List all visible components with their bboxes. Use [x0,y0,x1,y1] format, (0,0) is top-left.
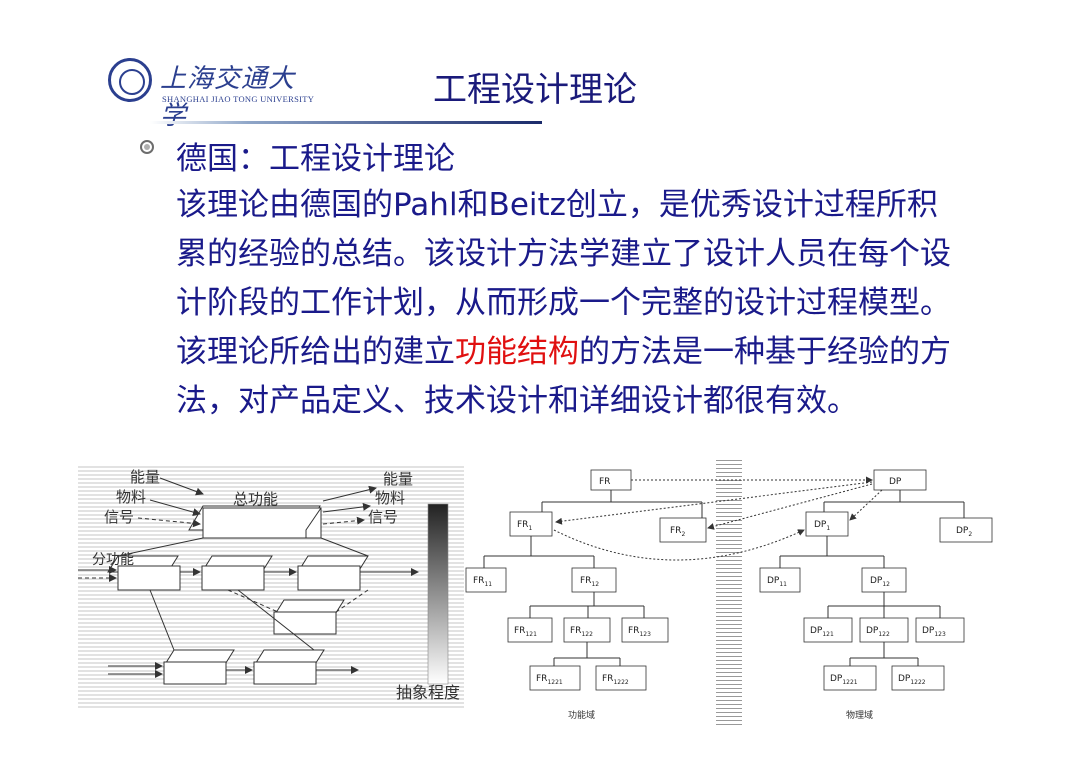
domain-divider [716,460,742,728]
dp1-node [805,511,849,537]
fr1222-node [595,665,647,691]
title-underline [150,121,542,124]
svg-text:FR11: FR11 [473,576,492,588]
dp1221-node [823,665,877,691]
svg-text:FR1221: FR1221 [536,674,563,686]
svg-text:FR121: FR121 [514,626,537,638]
svg-text:DP1222: DP1222 [898,674,926,686]
university-emblem-icon [108,58,152,102]
svg-text:FR1222: FR1222 [602,674,629,686]
svg-text:FR12: FR12 [580,576,599,588]
logo-english-name: SHANGHAI JIAO TONG UNIVERSITY [162,94,315,104]
paragraph-text-start: 该理论由德国的Pahl和Beitz创立，是优秀设计过程所积累的经验的总结。该设计… [176,187,951,370]
fr1-node [509,511,553,537]
dp12-node [861,567,907,593]
material-input-label: 物料 [116,488,146,506]
svg-text:DP1221: DP1221 [830,674,858,686]
overall-function-box [202,507,322,539]
svg-text:DP121: DP121 [810,626,834,638]
svg-text:DP122: DP122 [866,626,890,638]
svg-text:DP11: DP11 [767,576,787,588]
dp11-node [759,567,801,593]
bullet-icon [140,140,154,154]
svg-text:FR1: FR1 [517,520,532,532]
function-structure-figure: 总功能 能量 物料 信号 能量 物料 信号 分功能 抽象程度 [78,466,464,710]
fr123-node [621,617,669,643]
signal-input-label: 信号 [104,508,134,526]
svg-text:FR122: FR122 [570,626,593,638]
svg-text:FR123: FR123 [628,626,651,638]
dp122-node [859,617,909,643]
logo-chinese-name: 上海交通大学 [160,64,296,131]
functional-domain-label: 功能域 [568,709,595,721]
abstraction-level-label: 抽象程度 [396,683,460,702]
fr-root-node [590,469,632,491]
svg-text:DP123: DP123 [922,626,946,638]
svg-text:DP: DP [889,477,902,487]
dp2-node [939,517,993,543]
overall-function-label: 总功能 [233,490,278,508]
highlight-function-structure: 功能结构 [455,334,579,370]
university-logo: 上海交通大学 SHANGHAI JIAO TONG UNIVERSITY [108,54,318,131]
body-paragraph: 该理论由德国的Pahl和Beitz创立，是优秀设计过程所积累的经验的总结。该设计… [176,181,956,426]
section-heading: 德国：工程设计理论 [176,141,455,177]
sub-function-row-1 [107,555,369,591]
abstraction-gradient-bar [427,503,449,685]
svg-text:DP1: DP1 [814,520,830,532]
fr1221-node [529,665,581,691]
dp1222-node [891,665,945,691]
energy-output-label: 能量 [383,470,413,488]
svg-text:DP12: DP12 [870,576,890,588]
fr12-node [571,567,617,593]
signal-output-label: 信号 [368,508,398,526]
svg-text:FR2: FR2 [670,526,685,538]
physical-domain-label: 物理域 [846,709,873,721]
slide-title: 工程设计理论 [433,70,637,110]
axiomatic-design-figure: FR DP FR1 FR2 DP1 DP2 FR11 FR12 DP11 DP1… [465,460,993,728]
sub-function-label: 分功能 [92,552,134,568]
energy-input-label: 能量 [130,468,160,486]
svg-text:DP2: DP2 [956,526,972,538]
fr2-node [659,517,707,543]
paragraph-text-end: 的方法是一种基于经验的方法，对产品定义、技术设计和详细设计都很有效。 [176,334,951,419]
fr122-node [563,617,611,643]
dp123-node [915,617,965,643]
svg-text:FR: FR [599,477,610,487]
dp121-node [803,617,853,643]
fr11-node [465,567,507,593]
material-output-label: 物料 [375,489,405,507]
fr121-node [507,617,553,643]
